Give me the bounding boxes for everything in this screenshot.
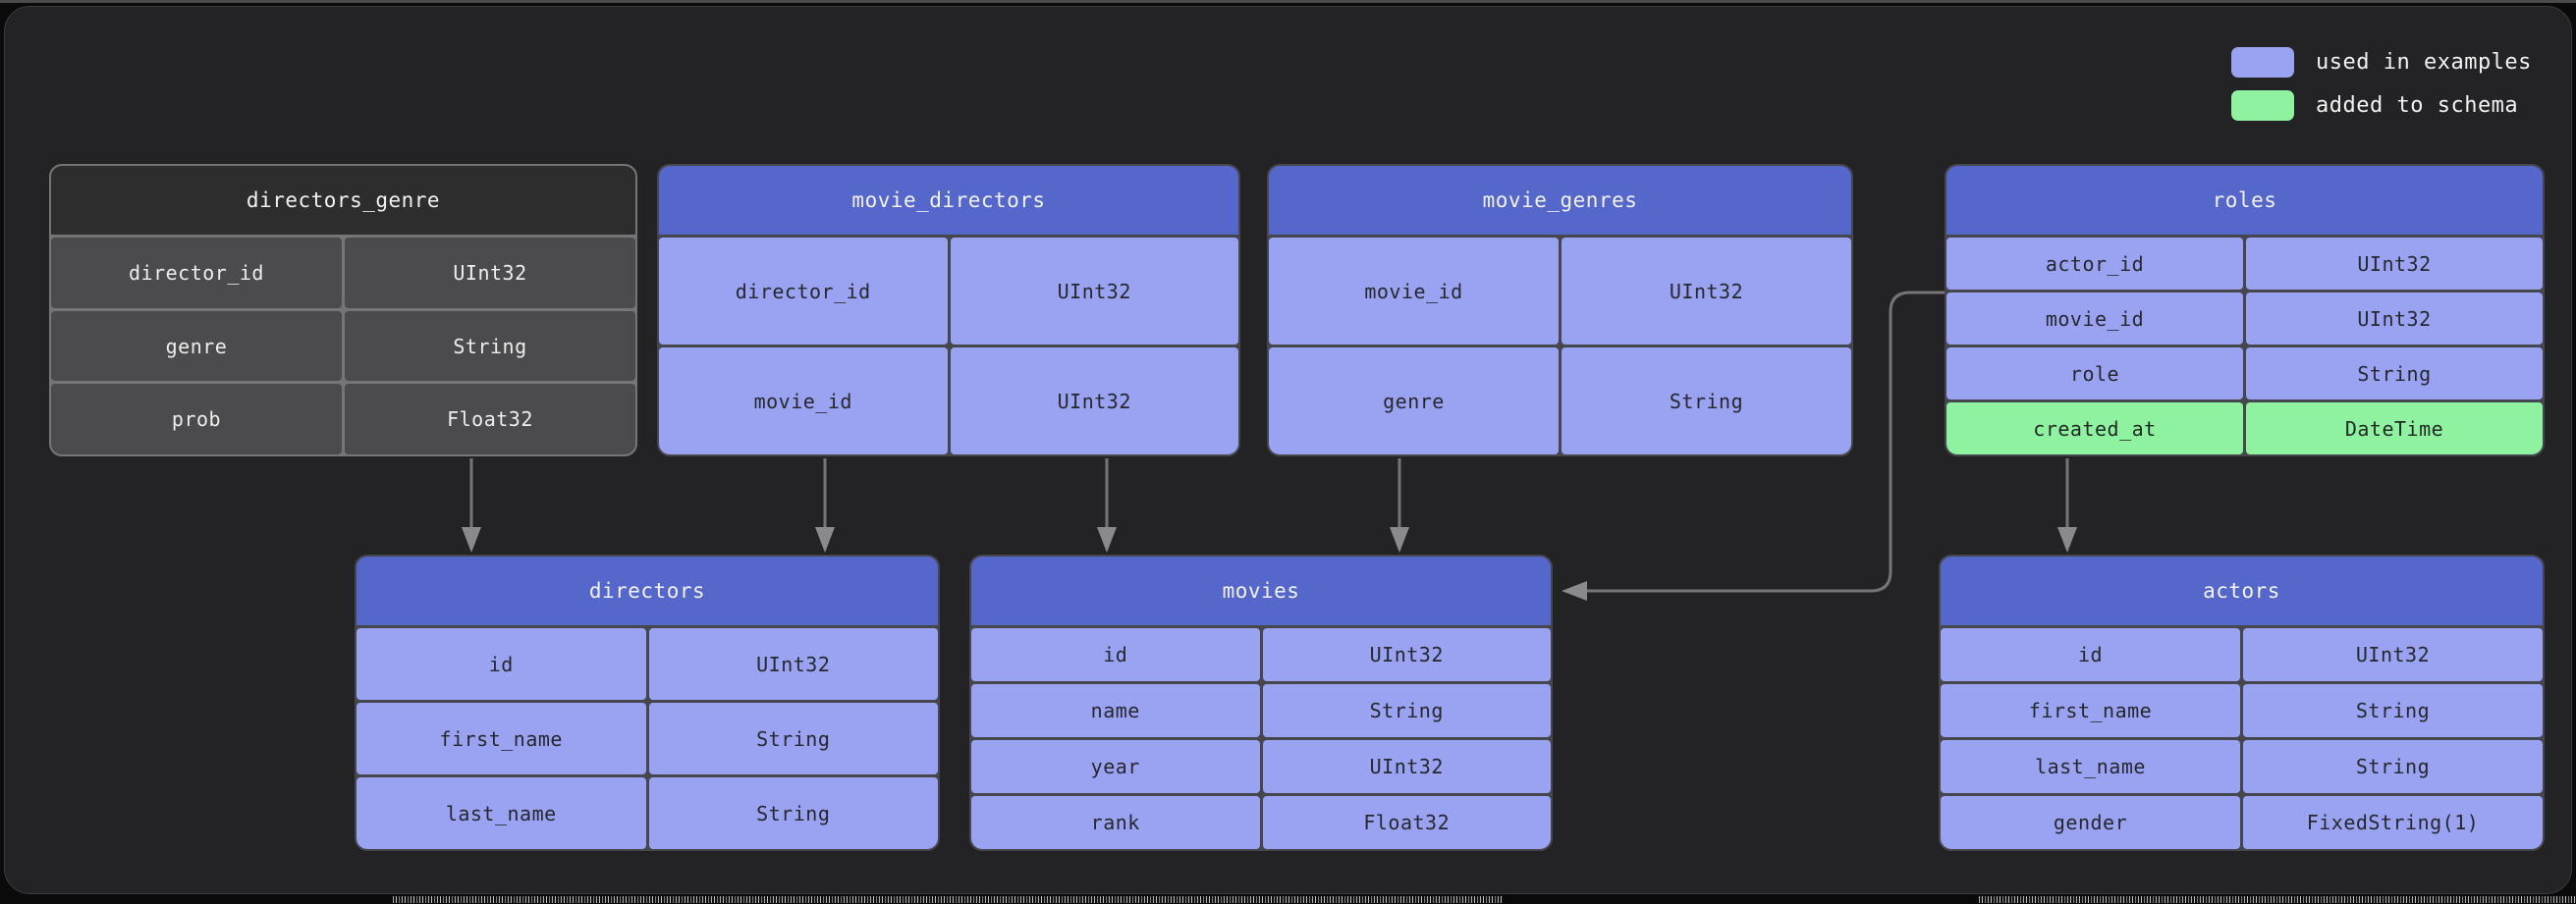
field-type-cell: DateTime	[2246, 402, 2543, 454]
field-name-cell: role	[1946, 347, 2243, 399]
field-type-cell: UInt32	[648, 628, 938, 700]
field-type-cell: FixedString(1)	[2243, 796, 2543, 849]
legend-swatch-blue	[2231, 47, 2294, 78]
field-type-cell: String	[2243, 740, 2543, 793]
table-roles[interactable]: roles actor_id UInt32 movie_id UInt32 ro…	[1945, 164, 2545, 456]
table-row: director_id UInt32	[51, 238, 635, 308]
table-row: name String	[971, 684, 1551, 737]
table-row: actor_id UInt32	[1946, 238, 2543, 290]
table-row: movie_id UInt32	[659, 347, 1238, 454]
table-row: role String	[1946, 347, 2543, 399]
field-name-cell: genre	[1269, 347, 1559, 454]
field-type-cell: UInt32	[2246, 238, 2543, 290]
field-type-cell: UInt32	[950, 238, 1238, 345]
legend-item-used-in-examples: used in examples	[2231, 47, 2532, 78]
field-name-cell: year	[971, 740, 1260, 793]
field-name-cell: rank	[971, 796, 1260, 849]
field-type-cell: String	[1262, 684, 1551, 737]
table-row: director_id UInt32	[659, 238, 1238, 345]
field-type-cell: UInt32	[2246, 292, 2543, 345]
field-type-cell: UInt32	[1262, 628, 1551, 681]
table-directors[interactable]: directors id UInt32 first_name String la…	[355, 555, 940, 851]
field-type-cell: String	[648, 777, 938, 849]
field-type-cell: String	[1562, 347, 1851, 454]
field-type-cell: Float32	[345, 384, 635, 454]
field-type-cell: String	[345, 310, 635, 382]
field-name-cell: gender	[1941, 796, 2240, 849]
field-type-cell: Float32	[1262, 796, 1551, 849]
table-title: movie_directors	[659, 166, 1238, 235]
top-window-edge	[0, 0, 2576, 3]
table-movie_directors[interactable]: movie_directors director_id UInt32 movie…	[657, 164, 1240, 456]
field-name-cell: first_name	[1941, 684, 2240, 737]
table-row: last_name String	[356, 777, 938, 849]
table-row: prob Float32	[51, 384, 635, 454]
table-title: movie_genres	[1269, 166, 1851, 235]
legend-item-added-to-schema: added to schema	[2231, 90, 2532, 121]
field-name-cell: movie_id	[1269, 238, 1559, 345]
field-type-cell: UInt32	[950, 347, 1238, 454]
field-name-cell: last_name	[356, 777, 646, 849]
legend: used in examples added to schema	[2231, 47, 2532, 121]
field-name-cell: id	[356, 628, 646, 700]
field-name-cell: first_name	[356, 703, 646, 774]
field-name-cell: movie_id	[1946, 292, 2243, 345]
legend-label: used in examples	[2316, 50, 2532, 75]
field-name-cell: director_id	[51, 238, 342, 308]
field-name-cell: prob	[51, 384, 342, 454]
table-movie_genres[interactable]: movie_genres movie_id UInt32 genre Strin…	[1267, 164, 1853, 456]
field-name-cell: last_name	[1941, 740, 2240, 793]
table-row: year UInt32	[971, 740, 1551, 793]
table-title: directors	[356, 557, 938, 625]
table-row: movie_id UInt32	[1269, 238, 1851, 345]
field-name-cell: genre	[51, 310, 342, 382]
table-directors_genre[interactable]: directors_genre director_id UInt32 genre…	[49, 164, 637, 456]
field-type-cell: UInt32	[345, 238, 635, 308]
table-row: id UInt32	[971, 628, 1551, 681]
table-row-added-to-schema: created_at DateTime	[1946, 402, 2543, 454]
clipped-text-strip	[393, 896, 1503, 903]
table-row: id UInt32	[356, 628, 938, 700]
field-name-cell: id	[971, 628, 1260, 681]
legend-swatch-green	[2231, 90, 2294, 121]
field-name-cell: id	[1941, 628, 2240, 681]
field-type-cell: String	[2246, 347, 2543, 399]
table-row: gender FixedString(1)	[1941, 796, 2543, 849]
field-name-cell: movie_id	[659, 347, 948, 454]
clipped-text-strip	[1979, 896, 2576, 903]
field-type-cell: UInt32	[2243, 628, 2543, 681]
field-name-cell: director_id	[659, 238, 948, 345]
field-name-cell: name	[971, 684, 1260, 737]
table-title: movies	[971, 557, 1551, 625]
table-row: first_name String	[356, 703, 938, 774]
field-type-cell: String	[2243, 684, 2543, 737]
table-row: movie_id UInt32	[1946, 292, 2543, 345]
table-row: first_name String	[1941, 684, 2543, 737]
field-type-cell: UInt32	[1562, 238, 1851, 345]
table-title: directors_genre	[51, 166, 635, 235]
legend-label: added to schema	[2316, 93, 2519, 118]
table-row: genre String	[51, 310, 635, 382]
field-name-cell: actor_id	[1946, 238, 2243, 290]
table-title: roles	[1946, 166, 2543, 235]
field-type-cell: String	[648, 703, 938, 774]
field-name-cell: created_at	[1946, 402, 2243, 454]
table-title: actors	[1941, 557, 2543, 625]
table-row: rank Float32	[971, 796, 1551, 849]
table-actors[interactable]: actors id UInt32 first_name String last_…	[1939, 555, 2545, 851]
table-row: genre String	[1269, 347, 1851, 454]
table-movies[interactable]: movies id UInt32 name String year UInt32…	[969, 555, 1553, 851]
field-type-cell: UInt32	[1262, 740, 1551, 793]
table-row: last_name String	[1941, 740, 2543, 793]
table-row: id UInt32	[1941, 628, 2543, 681]
